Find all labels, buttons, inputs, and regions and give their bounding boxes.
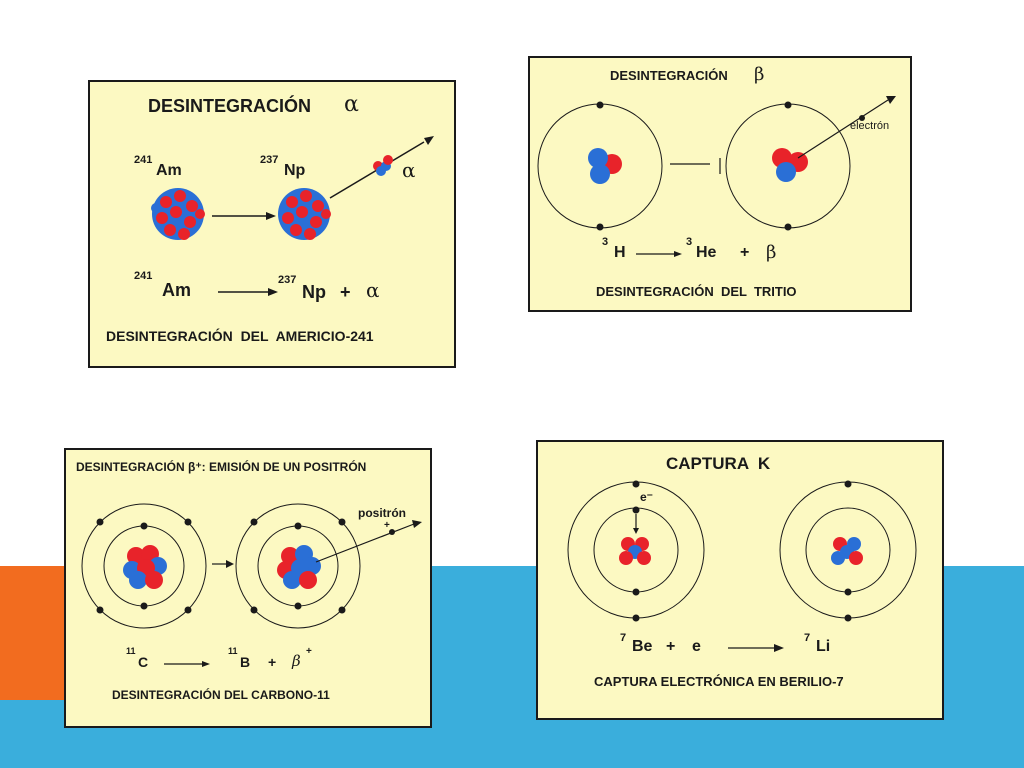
positron-eq-particle: β [292,652,301,670]
beta-title: DESINTEGRACIÓN [610,68,728,83]
alpha-daughter-mass: 237 [260,154,279,166]
capture-eq-daughter-mass: 7 [804,632,811,644]
alpha-eq-parent-mass: 241 [134,270,153,282]
alpha-title: DESINTEGRACIÓN [148,96,312,116]
capture-caption: CAPTURA ELECTRÓNICA EN BERILIO-7 [594,674,844,689]
beta-eq-daughter-mass: 3 [686,236,693,248]
beta-diagram [537,96,896,257]
positron-eq-plus: + [268,654,277,670]
alpha-particle-label: α [402,158,416,182]
capture-eq-parent-mass: 7 [620,632,627,644]
positron-sign: + [384,520,390,531]
capture-eq-daughter: Li [816,638,831,655]
americium-nucleus [151,188,205,240]
beta-eq-plus: + [740,244,750,261]
beta-electron-label: electrón [850,120,890,132]
panel-beta-decay: DESINTEGRACIÓN β electrón 3 H 3 He + β D… [528,56,912,312]
helium-nucleus [772,148,808,182]
positron-eq-parent: C [138,654,149,670]
panel-alpha-decay: DESINTEGRACIÓN α 241 Am 237 Np α [88,80,456,368]
alpha-title-symbol: α [344,92,359,117]
alpha-eq-daughter: Np [302,282,326,302]
beryllium-nucleus [619,537,651,565]
alpha-parent-mass: 241 [134,154,153,166]
capture-electron-label: e⁻ [640,490,654,504]
alpha-eq-particle: α [366,278,380,302]
alpha-diagram [151,136,434,296]
alpha-particle [373,155,393,176]
positron-eq-parent-mass: 11 [126,646,136,656]
positron-eq-daughter-mass: 11 [228,646,238,656]
neptunium-nucleus [278,188,331,240]
capture-eq-plus: + [666,638,676,655]
alpha-eq-parent: Am [162,280,192,300]
lithium-nucleus [831,537,863,565]
capture-eq-e: e [692,638,701,655]
beta-eq-parent: H [614,244,626,261]
alpha-eq-plus: + [340,282,351,302]
tritium-nucleus [588,148,622,184]
positron-label: positrón [358,506,406,520]
positron-diagram [81,503,422,667]
alpha-parent-symbol: Am [156,162,182,179]
capture-diagram [567,480,917,652]
beta-eq-particle: β [766,242,777,263]
alpha-eq-daughter-mass: 237 [278,274,297,286]
alpha-caption: DESINTEGRACIÓN DEL AMERICIO-241 [106,328,374,344]
positron-title: DESINTEGRACIÓN β⁺: EMISIÓN DE UN POSITRÓ… [76,460,367,474]
panel-positron-emission: DESINTEGRACIÓN β⁺: EMISIÓN DE UN POSITRÓ… [64,448,432,728]
positron-eq-daughter: B [240,654,251,670]
beta-caption: DESINTEGRACIÓN DEL TRITIO [596,284,797,299]
positron-caption: DESINTEGRACIÓN DEL CARBONO-11 [112,688,330,702]
positron-eq-particle-sign: + [306,646,312,657]
beta-title-symbol: β [754,64,765,85]
panel-k-capture: CAPTURA K e⁻ 7 Be + e 7 Li CAPTURA ELECT… [536,440,944,720]
capture-title: CAPTURA K [666,454,771,473]
alpha-daughter-symbol: Np [284,162,306,179]
beta-eq-daughter: He [696,244,717,261]
beta-eq-parent-mass: 3 [602,236,609,248]
boron-nucleus [277,545,321,589]
carbon-nucleus [123,545,167,589]
capture-eq-parent: Be [632,638,653,655]
